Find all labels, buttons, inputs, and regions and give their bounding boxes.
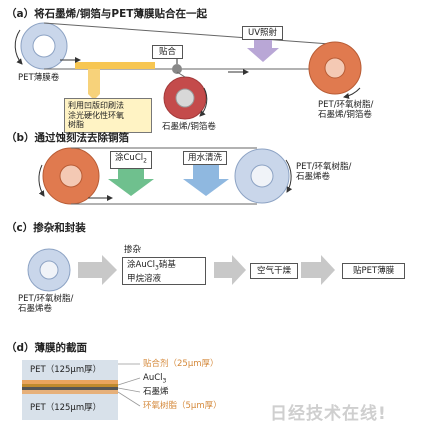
roll-c [27,248,71,292]
step-aucl3-text: 涂AuCl [127,260,155,270]
rotation-arrow-product-a [343,87,361,99]
cucl2-label: 涂CuCl2 [110,151,152,169]
aucl3-label: AuCl3 [143,373,166,387]
layer-epoxy [22,390,118,394]
uv-label: UV照射 [242,26,284,40]
step-aucl3-rest: 硝基 甲烷溶液 [127,260,176,284]
rotation-arrow-pet [14,29,23,65]
pet-film-roll [20,22,68,70]
uv-arrow [247,38,279,62]
product-roll-a-label: PET/环氧树脂/ 石墨烯/铜箔卷 [318,100,374,120]
roll-c-label: PET/环氧树脂/ 石墨烯卷 [18,294,74,314]
process-arrow-c2 [214,255,246,285]
epoxy-label: 环氧树脂（5μm厚） [143,401,222,411]
step-attach-pet: 贴PET薄膜 [342,263,406,279]
cucl2-sub: 2 [143,157,147,165]
product-roll-a [308,41,362,95]
layer-pet-top [22,360,118,380]
layer-pet-bottom [22,394,118,420]
aucl3-sub: 3 [162,377,167,385]
bond-label: 贴合 [152,45,184,59]
cucl2-arrow [108,164,154,196]
doping-label: 掺杂 [124,245,142,255]
graphene-copper-roll [163,76,207,120]
layer-pet-bottom-label: PET（125μm厚） [30,403,102,413]
product-roll-b-label: PET/环氧树脂/ 石墨烯卷 [296,162,352,182]
aucl3-text: AuCl [143,373,163,383]
leader-epoxy [117,391,141,407]
layer-adhesive [22,380,118,384]
cucl2-text: 涂CuCl [115,153,144,163]
rotation-arrow-b2 [285,159,293,193]
product-roll-b [234,148,290,204]
layer-pet-top-label: PET（125μm厚） [30,365,102,375]
graphene-roll-label: 石墨烯/铜箔卷 [162,122,216,132]
print-arrow [88,69,100,100]
orange-roll-b [42,147,100,205]
section-d-title: （d）薄膜的截面 [6,342,88,354]
graphene-layer-label: 石墨烯 [143,387,169,397]
leader-graphene [117,387,141,393]
layer-graphene [22,387,118,390]
rinse-arrow [183,164,229,196]
process-arrow-c1 [78,255,117,285]
rotation-arrow-b1 [38,164,45,197]
leader-aucl3 [117,377,141,386]
step-aucl3: 涂AuCl3硝基 甲烷溶液 [122,257,206,285]
step-aucl3-sub: 3 [155,264,159,272]
rinse-label: 用水清洗 [183,151,228,165]
section-b-title: （b）通过蚀刻法去除铜箔 [6,132,130,144]
pet-roll-label: PET薄膜卷 [18,73,60,83]
section-c-title: （c）掺杂和封装 [6,222,86,234]
rotation-arrow-graphene [199,87,208,117]
print-box: 利用凹版印刷法 涂光硬化性环氧 树脂 [64,98,152,133]
watermark: 日经技术在线! [270,404,387,424]
adhesive-label: 贴合剂（25μm厚） [143,359,219,369]
epoxy-coat-strip [75,62,155,69]
step-air-dry: 空气干燥 [250,263,299,279]
process-arrow-c3 [301,255,335,285]
pet-film-top-line [43,22,331,45]
bond-roller [172,64,182,74]
layer-aucl3 [22,384,118,387]
graphene-feed-line [176,71,186,78]
section-a-title: （a）将石墨烯/铜箔与PET薄膜贴合在一起 [6,8,207,20]
